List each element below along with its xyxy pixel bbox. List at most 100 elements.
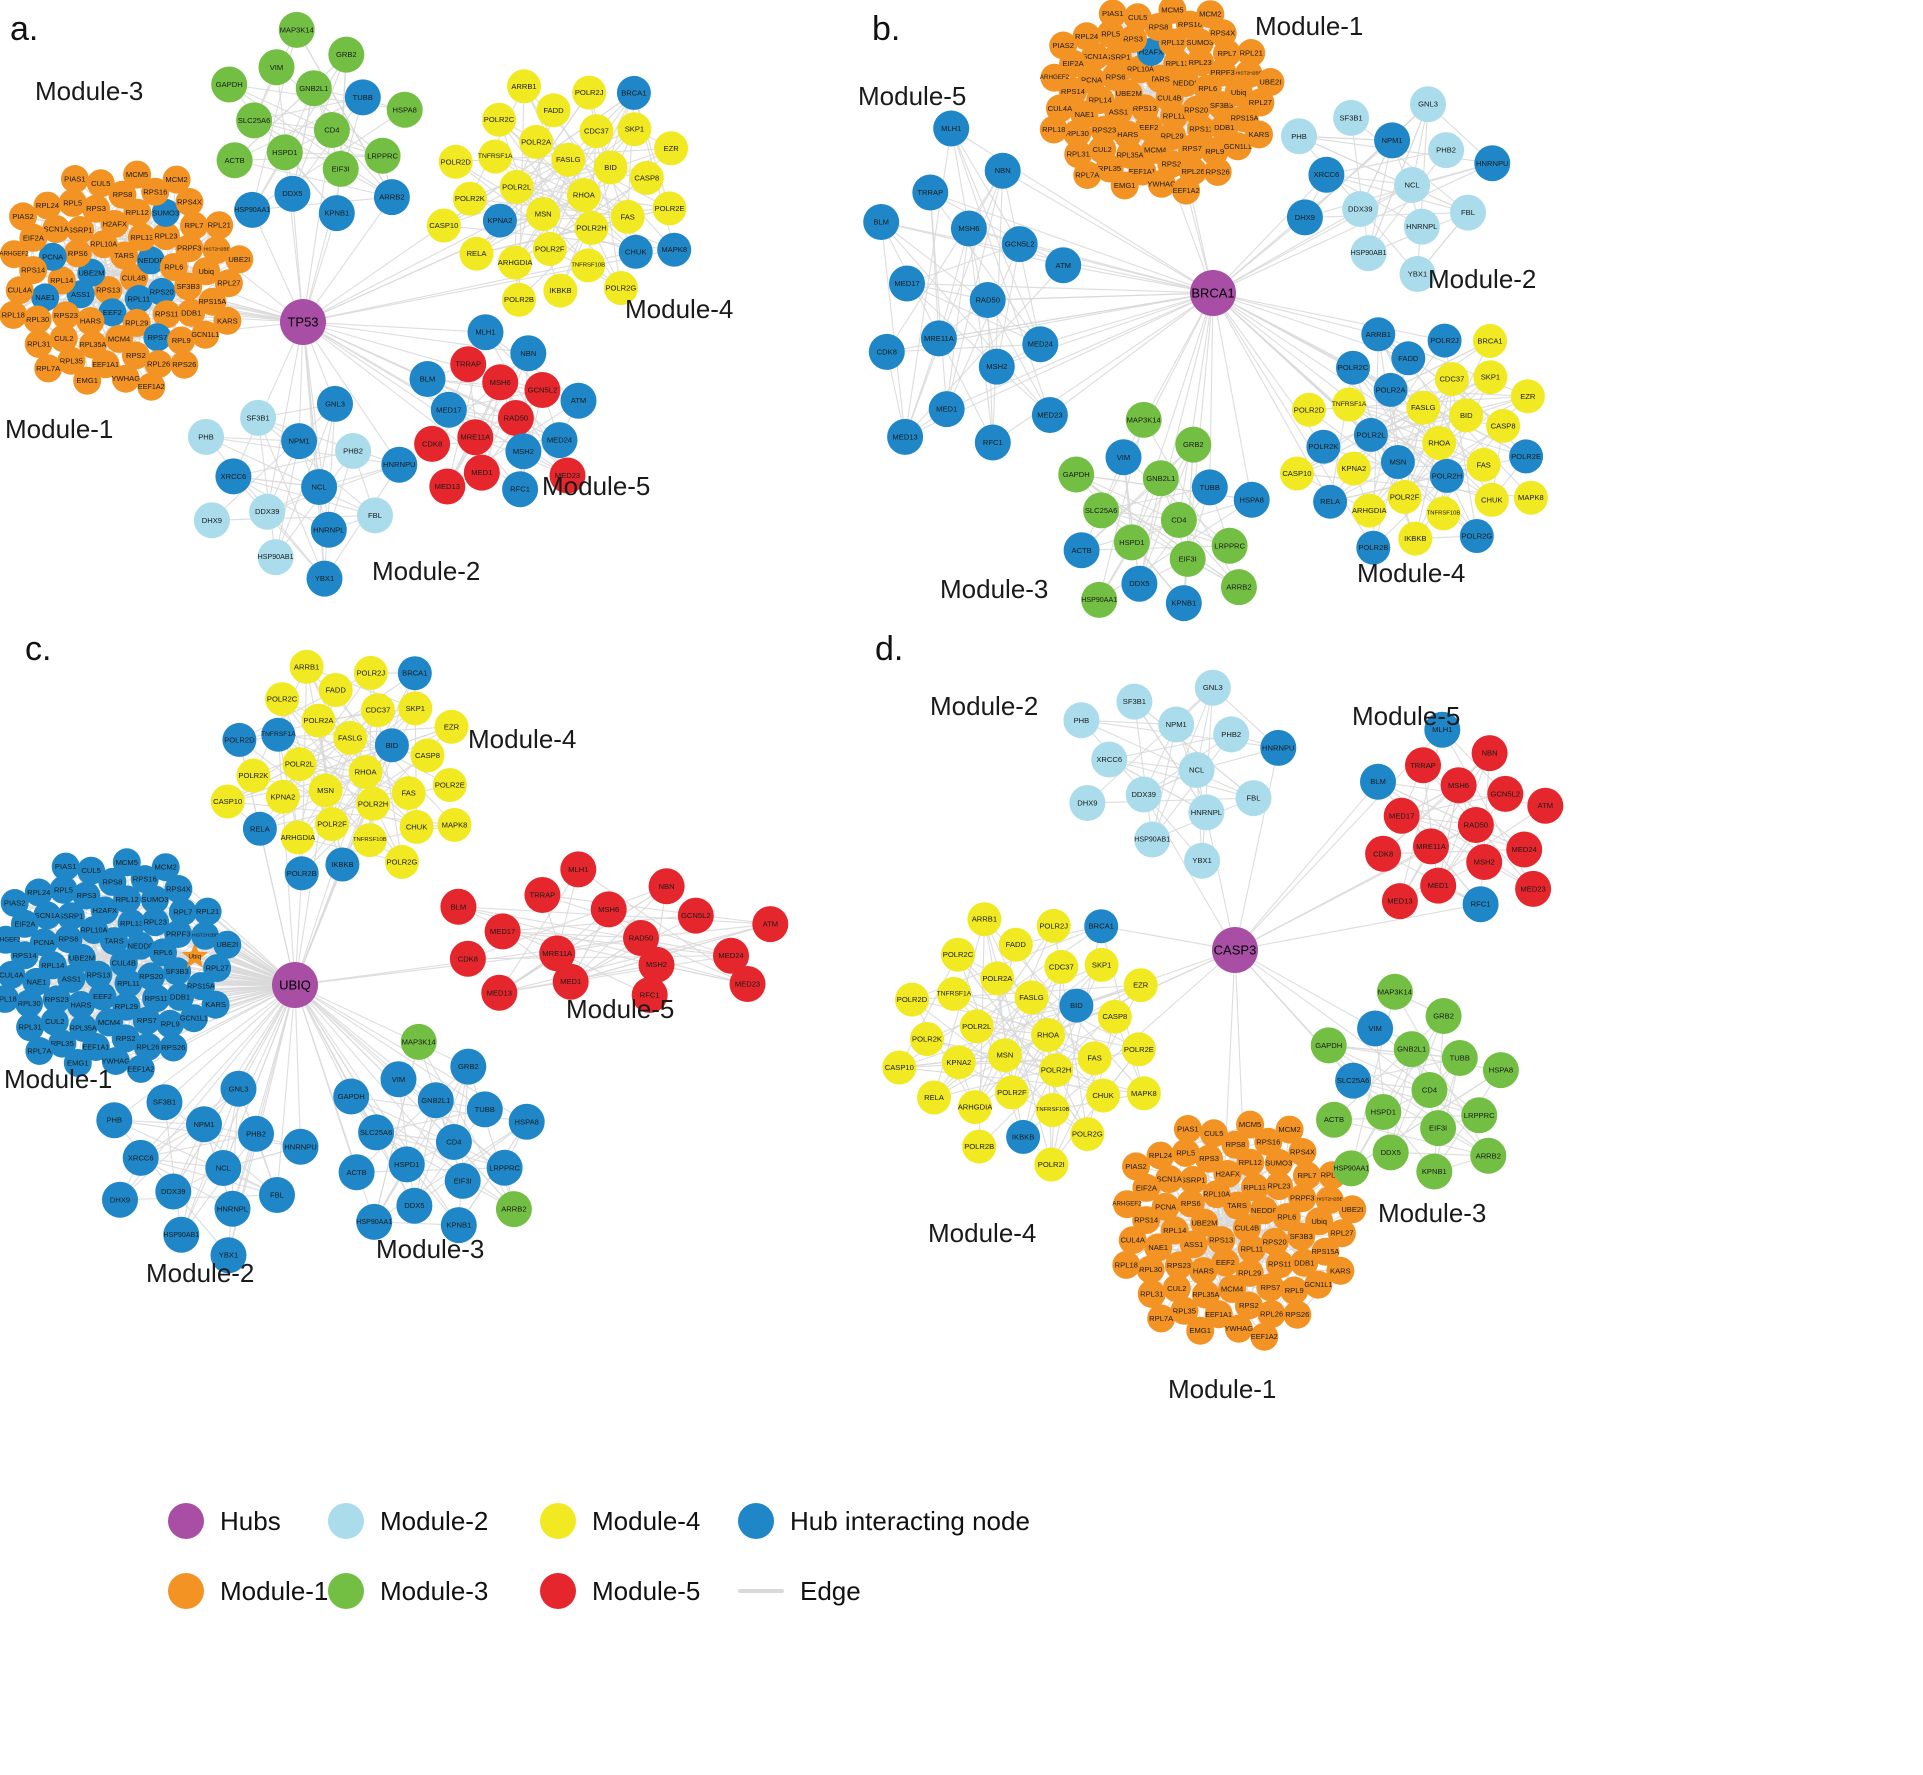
node-FADD[interactable]: FADD — [998, 927, 1033, 962]
node-GCN1L1[interactable]: GCN1L1 — [1223, 132, 1252, 161]
node-EEF2[interactable]: EEF2 — [1134, 113, 1163, 142]
node-ARRB1[interactable]: ARRB1 — [1361, 317, 1396, 352]
node-GNB2L1[interactable]: GNB2L1 — [295, 70, 332, 107]
node-POLR2C[interactable]: POLR2C — [941, 937, 975, 972]
node-Ubiq[interactable]: Ubiq — [181, 942, 209, 968]
node-KPNA2[interactable]: KPNA2 — [482, 203, 517, 238]
node-POLR2E[interactable]: POLR2E — [652, 191, 687, 226]
node-MED23[interactable]: MED23 — [1515, 870, 1552, 907]
node-CASP10[interactable]: CASP10 — [882, 1050, 917, 1085]
node-LRPPRC[interactable]: LRPPRC — [1461, 1097, 1498, 1134]
node-RPS2[interactable]: RPS2 — [111, 1024, 140, 1053]
node-RPS3[interactable]: RPS3 — [82, 194, 110, 223]
node-FAS[interactable]: FAS — [1077, 1041, 1112, 1076]
node-HSPA8[interactable]: HSPA8 — [1482, 1052, 1519, 1089]
node-MCM2[interactable]: MCM2 — [1275, 1115, 1304, 1144]
node-RAD50[interactable]: RAD50 — [497, 400, 534, 436]
node-CDC37[interactable]: CDC37 — [360, 693, 395, 728]
node-YBX1[interactable]: YBX1 — [1184, 842, 1221, 879]
node-DHX9[interactable]: DHX9 — [102, 1181, 138, 1218]
node-BRCA1[interactable]: BRCA1 — [616, 75, 651, 110]
node-YBX1[interactable]: YBX1 — [1399, 256, 1436, 292]
node-PHB2[interactable]: PHB2 — [238, 1115, 274, 1152]
node-PHB2[interactable]: PHB2 — [335, 433, 372, 469]
node-GCN5L2[interactable]: GCN5L2 — [1487, 775, 1524, 812]
node-RELA[interactable]: RELA — [1313, 484, 1348, 519]
node-KPNB1[interactable]: KPNB1 — [440, 1207, 477, 1244]
node-DDX39[interactable]: DDX39 — [249, 493, 286, 530]
node-ARRB2[interactable]: ARRB2 — [373, 179, 410, 216]
node-EEF1A1[interactable]: EEF1A1 — [81, 1033, 110, 1061]
node-UBE2M[interactable]: UBE2M — [1190, 1208, 1219, 1237]
node-HNRNPL[interactable]: HNRNPL — [1403, 208, 1440, 245]
node-MAPK8[interactable]: MAPK8 — [657, 232, 692, 267]
node-CASP10[interactable]: CASP10 — [426, 208, 461, 243]
node-CDK8[interactable]: CDK8 — [414, 425, 451, 462]
hub-CASP3[interactable]: CASP3 — [1212, 927, 1258, 973]
node-MED23[interactable]: MED23 — [549, 457, 586, 494]
node-FADD[interactable]: FADD — [1391, 341, 1426, 376]
node-GNB2L1[interactable]: GNB2L1 — [417, 1082, 454, 1119]
node-PRPF3[interactable]: PRPF3 — [175, 234, 204, 263]
node-MSN[interactable]: MSN — [308, 773, 343, 808]
node-SF3B1[interactable]: SF3B1 — [1333, 99, 1370, 136]
node-ATM[interactable]: ATM — [752, 906, 789, 943]
node-CHUK[interactable]: CHUK — [1086, 1078, 1121, 1113]
node-FBL[interactable]: FBL — [1450, 194, 1486, 231]
node-POLR2C[interactable]: POLR2C — [482, 102, 516, 137]
node-HSPD1[interactable]: HSPD1 — [388, 1146, 425, 1183]
node-KARS[interactable]: KARS — [213, 306, 242, 335]
node-Ubiq[interactable]: Ubiq — [1305, 1207, 1334, 1236]
node-CHUK[interactable]: CHUK — [399, 809, 434, 844]
node-KARS[interactable]: KARS — [1326, 1256, 1355, 1285]
node-RAD50[interactable]: RAD50 — [623, 920, 659, 956]
node-POLR2F[interactable]: POLR2F — [994, 1075, 1029, 1110]
node-RPS20[interactable]: RPS20 — [137, 962, 166, 991]
node-RPL23[interactable]: RPL23 — [1186, 48, 1215, 77]
node-RAD50[interactable]: RAD50 — [969, 282, 1006, 318]
node-RPS8[interactable]: RPS8 — [1221, 1130, 1250, 1159]
node-POLR2G[interactable]: POLR2G — [1070, 1117, 1105, 1152]
node-RPS26[interactable]: RPS26 — [1283, 1300, 1312, 1329]
node-ARHGDIA[interactable]: ARHGDIA — [1352, 493, 1388, 528]
node-POLR2F[interactable]: POLR2F — [532, 231, 567, 266]
node-YBX1[interactable]: YBX1 — [210, 1237, 247, 1274]
node-RPL24[interactable]: RPL24 — [24, 878, 53, 907]
node-GRB2[interactable]: GRB2 — [450, 1048, 487, 1085]
node-BID[interactable]: BID — [593, 150, 628, 185]
node-RPL11[interactable]: RPL11 — [1160, 101, 1189, 130]
node-POLR2K[interactable]: POLR2K — [910, 1022, 944, 1056]
node-RPS14[interactable]: RPS14 — [10, 941, 39, 970]
node-ARRB2[interactable]: ARRB2 — [1470, 1137, 1507, 1174]
node-MED17[interactable]: MED17 — [430, 391, 467, 428]
node-RPL23[interactable]: RPL23 — [141, 908, 170, 937]
node-RPL21[interactable]: RPL21 — [205, 211, 234, 240]
node-RPL26[interactable]: RPL26 — [144, 350, 173, 379]
node-SLC25A6[interactable]: SLC25A6 — [358, 1114, 395, 1151]
node-UBE2I[interactable]: UBE2I — [1338, 1195, 1367, 1224]
node-POLR2L[interactable]: POLR2L — [282, 747, 317, 782]
node-PIAS1[interactable]: PIAS1 — [51, 852, 80, 881]
node-CUL5[interactable]: CUL5 — [77, 856, 106, 885]
node-RPL35[interactable]: RPL35 — [1170, 1296, 1199, 1325]
node-MSH6[interactable]: MSH6 — [950, 210, 987, 247]
node-KPNB1[interactable]: KPNB1 — [1416, 1153, 1453, 1190]
node-XRCC6[interactable]: XRCC6 — [215, 458, 252, 495]
node-CASP8[interactable]: CASP8 — [1486, 408, 1521, 443]
node-YWHAG[interactable]: YWHAG — [1147, 169, 1176, 198]
node-RPS4X[interactable]: RPS4X — [175, 188, 204, 216]
node-NBN[interactable]: NBN — [510, 335, 547, 372]
node-ATM[interactable]: ATM — [1045, 247, 1082, 284]
node-MAP3K14[interactable]: MAP3K14 — [1376, 973, 1413, 1010]
node-RPL13[interactable]: RPL13 — [117, 909, 146, 938]
node-MSH2[interactable]: MSH2 — [978, 348, 1015, 385]
node-TRRAP[interactable]: TRRAP — [1405, 747, 1441, 784]
node-SF3B1[interactable]: SF3B1 — [146, 1084, 183, 1121]
node-CDK8[interactable]: CDK8 — [449, 940, 486, 977]
node-POLR2G[interactable]: POLR2G — [1459, 519, 1494, 553]
node-GRB2[interactable]: GRB2 — [328, 36, 365, 73]
node-SKP1[interactable]: SKP1 — [1473, 360, 1508, 395]
node-HARS[interactable]: HARS — [66, 991, 95, 1019]
node-FBL[interactable]: FBL — [1235, 780, 1272, 817]
node-BID[interactable]: BID — [1449, 398, 1484, 433]
